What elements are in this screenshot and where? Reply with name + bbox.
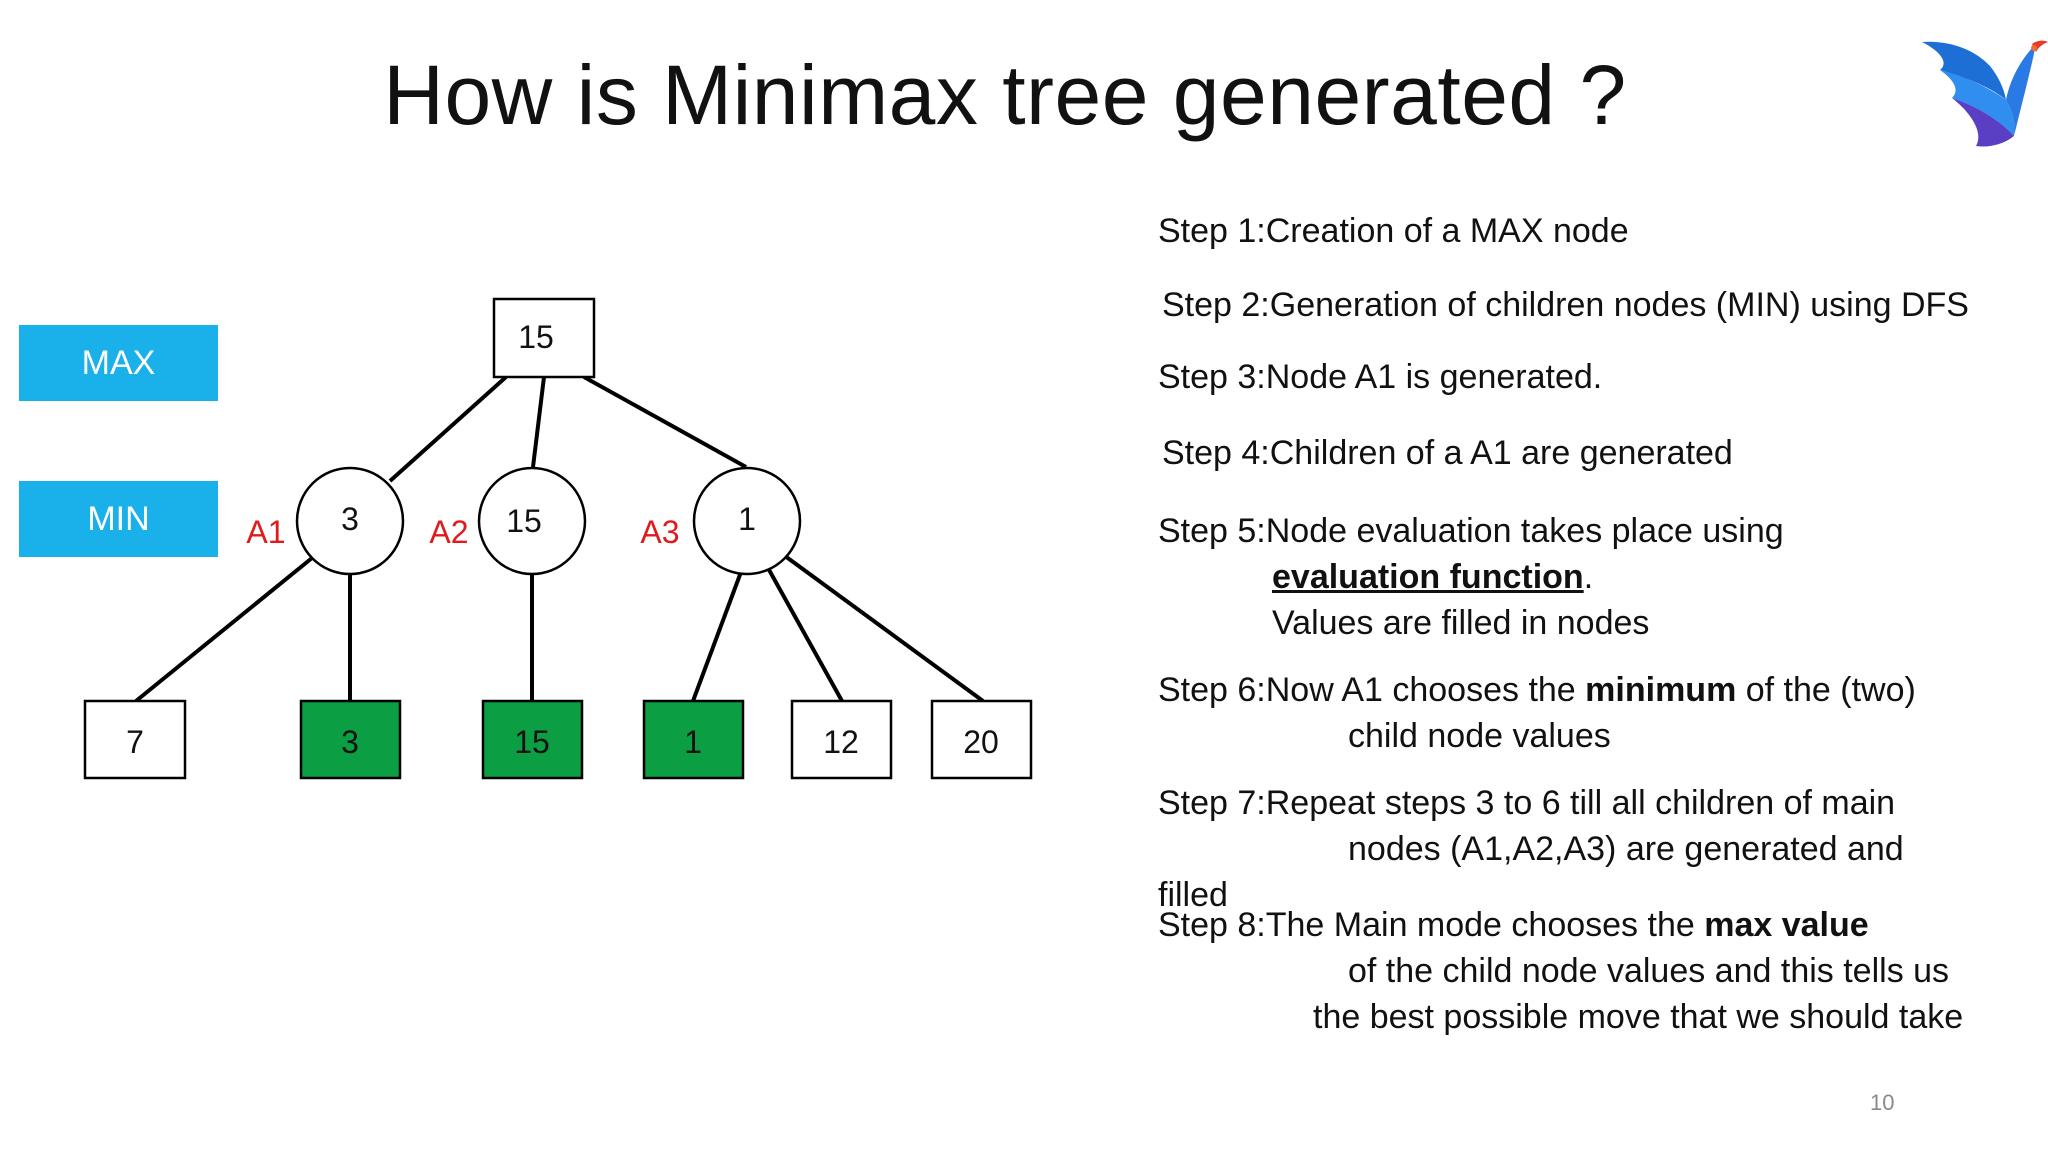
leaf-node-3-value: 3 — [341, 724, 359, 760]
min-node-a3-value: 1 — [738, 501, 756, 537]
root-max-node — [492, 297, 596, 379]
step-8-line-3: the best possible move that we should ta… — [1313, 998, 1964, 1036]
step-6-bold: minimum — [1585, 671, 1737, 709]
slide-title: How is Minimax tree generated ? — [383, 48, 1627, 142]
step-6-line-1: Step 6:Now A1 chooses the minimum of the… — [1158, 667, 2038, 713]
step-7-line-2: nodes (A1,A2,A3) are generated and — [1348, 830, 1904, 868]
root-node-value: 15 — [518, 319, 554, 355]
minimax-tree-diagram: 15 3 15 1 A1 A2 A3 7 3 15 1 12 20 — [83, 297, 1033, 780]
min-node-a1 — [295, 466, 405, 576]
step-5-period: . — [1583, 558, 1594, 596]
leaf-node-7 — [83, 699, 187, 780]
step-8-line-1: Step 8:The Main mode chooses the max val… — [1158, 902, 2038, 948]
step-1: Step 1:Creation of a MAX node — [1158, 212, 1629, 250]
edge-root-a3 — [583, 375, 747, 469]
step-8: Step 8:The Main mode chooses the max val… — [1158, 902, 2038, 1040]
step-5-line-1: Step 5:Node evaluation takes place using — [1158, 512, 1784, 550]
action-label-a2: A2 — [429, 514, 468, 550]
min-node-a1-value: 3 — [341, 501, 359, 537]
edge-a3-leaf-1 — [691, 571, 743, 702]
step-6: Step 6:Now A1 chooses the minimum of the… — [1158, 667, 2038, 759]
step-8-bold: max value — [1704, 906, 1869, 944]
leaf-node-12-value: 12 — [823, 724, 859, 760]
edge-a3-leaf-20 — [783, 554, 985, 703]
step-2: Step 2:Generation of children nodes (MIN… — [1162, 286, 1969, 324]
step-3: Step 3:Node A1 is generated. — [1158, 358, 1603, 396]
step-4: Step 4:Children of a A1 are generated — [1162, 434, 1733, 472]
step-6-line-2: child node values — [1348, 717, 1611, 755]
step-7-line-1: Step 7:Repeat steps 3 to 6 till all chil… — [1158, 784, 1896, 822]
evaluation-function-link[interactable]: evaluation function — [1272, 558, 1584, 596]
leaf-node-1-value: 1 — [684, 724, 702, 760]
step-6-pre: Step 6:Now A1 chooses the — [1158, 671, 1586, 709]
action-label-a1: A1 — [246, 514, 285, 550]
edge-a3-leaf-12 — [766, 567, 844, 702]
step-5: Step 5:Node evaluation takes place using… — [1158, 508, 2038, 646]
leaf-node-15-value: 15 — [514, 724, 550, 760]
leaf-node-20-value: 20 — [963, 724, 999, 760]
min-node-a3 — [692, 466, 802, 576]
step-5-line-3: Values are filled in nodes — [1272, 604, 1650, 642]
min-level-label: MIN — [19, 481, 218, 557]
leaf-node-12 — [790, 699, 893, 780]
min-node-a2-value: 15 — [506, 503, 542, 539]
edge-root-a2 — [531, 376, 546, 468]
step-6-post: of the (two) — [1736, 671, 1916, 709]
leaf-node-15 — [481, 699, 584, 780]
page-number: 10 — [1870, 1090, 1895, 1115]
leaf-node-3 — [299, 699, 402, 780]
edge-a1-leaf-7 — [134, 556, 314, 703]
step-8-pre: Step 8:The Main mode chooses the — [1158, 906, 1705, 944]
step-7: Step 7:Repeat steps 3 to 6 till all chil… — [1158, 780, 2038, 918]
step-5-line-2: evaluation function. — [1158, 554, 2038, 600]
leaf-node-20 — [930, 699, 1033, 780]
bird-logo-icon — [1922, 40, 2048, 147]
min-node-a2 — [477, 466, 587, 576]
action-label-a3: A3 — [640, 514, 679, 550]
step-7-line-3: filled — [1158, 876, 1228, 914]
max-level-label: MAX — [19, 325, 218, 401]
edge-root-a1 — [388, 375, 508, 483]
leaf-node-7-value: 7 — [126, 724, 144, 760]
step-8-line-2: of the child node values and this tells … — [1348, 952, 1950, 990]
leaf-node-1 — [642, 699, 745, 780]
